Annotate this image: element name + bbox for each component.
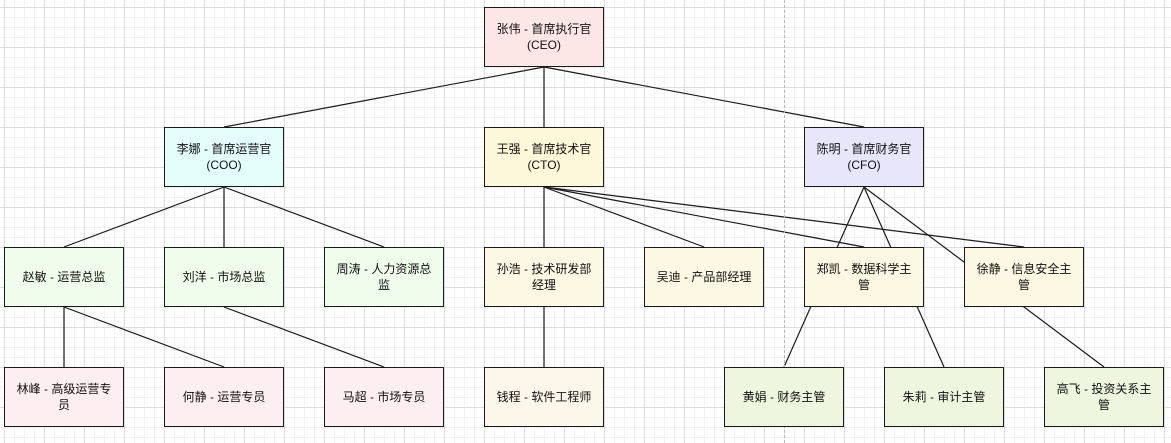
- node-linfeng-label: 林峰 - 高级运营专员: [16, 382, 112, 412]
- node-machao[interactable]: 马超 - 市场专员: [324, 367, 444, 427]
- node-wudi-label: 吴迪 - 产品部经理: [656, 270, 752, 284]
- node-xujing[interactable]: 徐静 - 信息安全主管: [964, 247, 1084, 307]
- node-ceo[interactable]: 张伟 - 首席执行官 (CEO): [484, 7, 604, 67]
- edge-ceo-coo: [223, 66, 545, 128]
- node-cfo[interactable]: 陈明 - 首席财务官 (CFO): [804, 127, 924, 187]
- node-sunhao-label: 孙浩 - 技术研发部经理: [496, 262, 592, 292]
- node-cto-name: 王强 - 首席技术官: [496, 142, 592, 156]
- edge-liuyang-machao: [223, 306, 385, 368]
- node-gaofei-label: 高飞 - 投资关系主管: [1056, 382, 1152, 412]
- node-zhuli-label: 朱莉 - 审计主管: [902, 390, 986, 404]
- node-huangjuan-label: 黄娟 - 财务主管: [742, 390, 826, 404]
- node-hejing[interactable]: 何静 - 运营专员: [164, 367, 284, 427]
- edge-ceo-cfo: [543, 66, 865, 128]
- node-liuyang-label: 刘洋 - 市场总监: [182, 270, 266, 284]
- node-xujing-label: 徐静 - 信息安全主管: [976, 262, 1072, 292]
- node-sunhao[interactable]: 孙浩 - 技术研发部经理: [484, 247, 604, 307]
- edge-zhaomin-hejing: [63, 306, 225, 368]
- node-zhoutao[interactable]: 周涛 - 人力资源总监: [324, 247, 444, 307]
- node-coo-name: 李娜 - 首席运营官: [176, 142, 272, 156]
- node-cfo-abbr: (CFO): [847, 158, 881, 172]
- node-zhaomin[interactable]: 赵敏 - 运营总监: [4, 247, 124, 307]
- node-liuyang[interactable]: 刘洋 - 市场总监: [164, 247, 284, 307]
- node-ceo-abbr: (CEO): [526, 38, 561, 52]
- node-gaofei[interactable]: 高飞 - 投资关系主管: [1044, 367, 1164, 427]
- node-zhoutao-label: 周涛 - 人力资源总监: [336, 262, 432, 292]
- node-qiancheng-label: 钱程 - 软件工程师: [496, 390, 592, 404]
- node-cfo-name: 陈明 - 首席财务官: [816, 142, 912, 156]
- node-coo[interactable]: 李娜 - 首席运营官 (COO): [164, 127, 284, 187]
- edge-cto-zhengkai: [543, 186, 865, 248]
- edge-cto-wudi: [543, 186, 705, 248]
- node-wudi[interactable]: 吴迪 - 产品部经理: [644, 247, 764, 307]
- edge-coo-zhoutao: [223, 186, 385, 248]
- node-cto[interactable]: 王强 - 首席技术官 (CTO): [484, 127, 604, 187]
- node-cto-abbr: (CTO): [527, 158, 561, 172]
- node-zhengkai[interactable]: 郑凯 - 数据科学主管: [804, 247, 924, 307]
- node-qiancheng[interactable]: 钱程 - 软件工程师: [484, 367, 604, 427]
- node-hejing-label: 何静 - 运营专员: [182, 390, 266, 404]
- node-zhengkai-label: 郑凯 - 数据科学主管: [816, 262, 912, 292]
- node-machao-label: 马超 - 市场专员: [342, 390, 426, 404]
- node-huangjuan[interactable]: 黄娟 - 财务主管: [724, 367, 844, 427]
- node-zhaomin-label: 赵敏 - 运营总监: [22, 270, 106, 284]
- page-break-line: [784, 0, 785, 443]
- edge-coo-zhaomin: [63, 186, 225, 248]
- node-linfeng[interactable]: 林峰 - 高级运营专员: [4, 367, 124, 427]
- node-zhuli[interactable]: 朱莉 - 审计主管: [884, 367, 1004, 427]
- node-ceo-name: 张伟 - 首席执行官: [496, 22, 592, 36]
- node-coo-abbr: (COO): [206, 158, 242, 172]
